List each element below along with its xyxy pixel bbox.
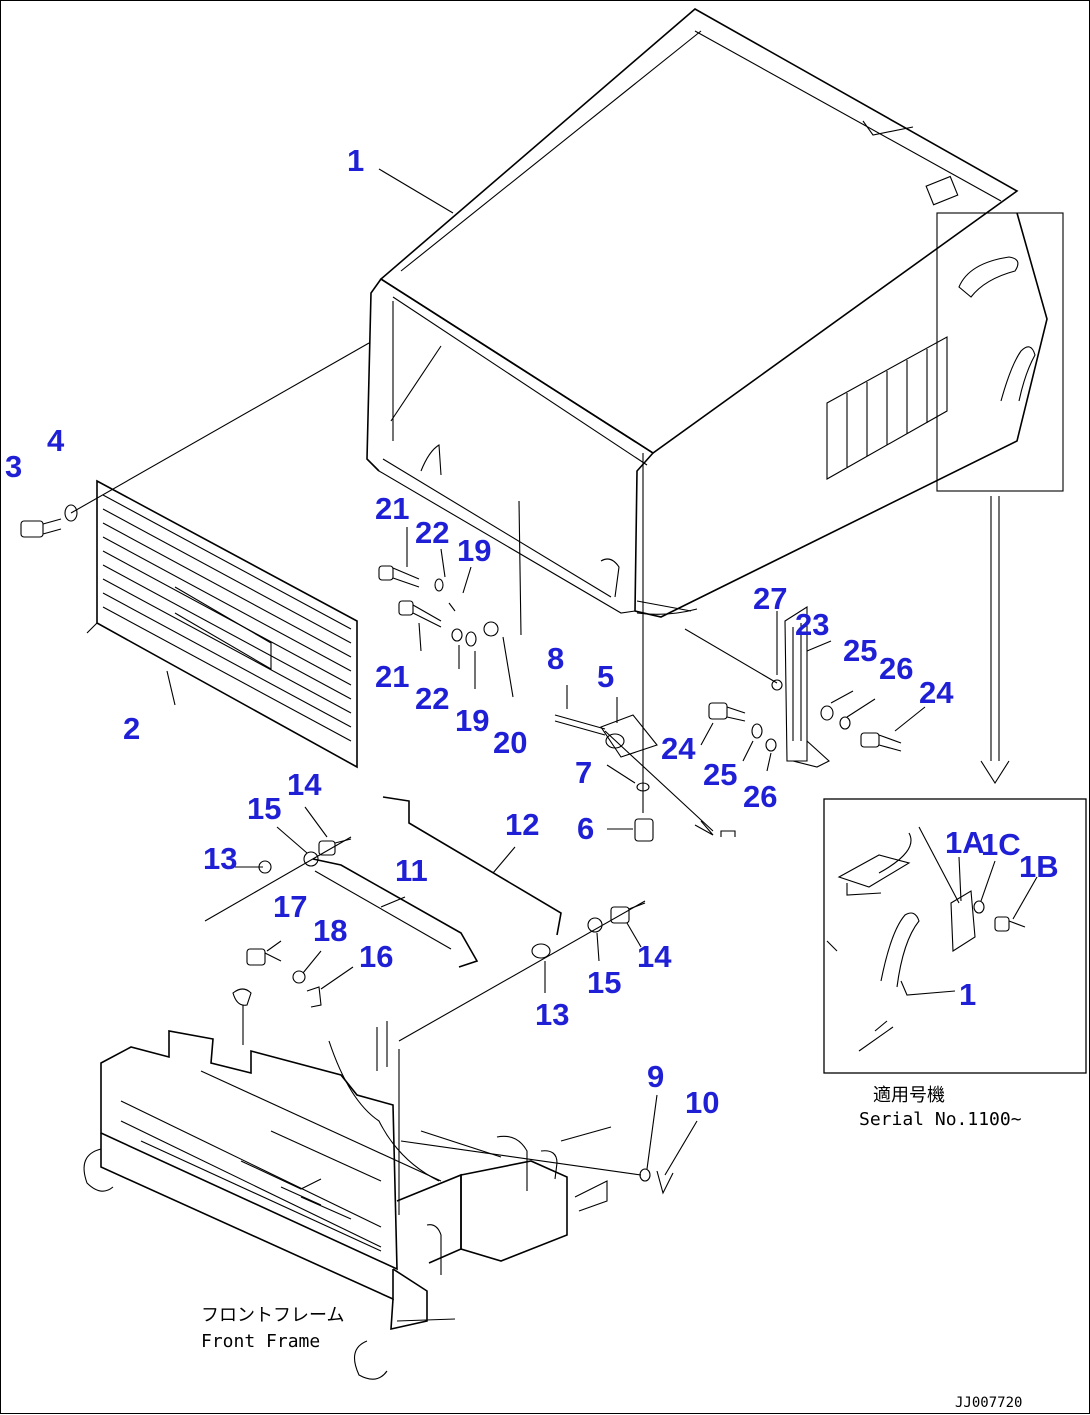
callout-21: 21 [375,659,409,694]
callout-1-detail: 1 [959,977,976,1012]
callout-13: 13 [535,997,569,1032]
bracket-23-hardware [708,605,902,768]
leader-lines [70,168,1038,1322]
callout-5: 5 [597,659,614,694]
front-frame-label-en: Front Frame [201,1331,320,1352]
callout-2: 2 [123,711,140,746]
callout-10: 10 [685,1085,719,1120]
front-frame-label-jp: フロントフレーム [201,1305,344,1326]
callout-18: 18 [313,913,347,948]
callout-12: 12 [505,807,539,842]
callout-6: 6 [577,811,594,846]
callout-1C: 1C [981,827,1021,862]
callout-15: 15 [587,965,621,1000]
detail-view [823,798,1087,1074]
callout-14: 14 [287,767,322,802]
callout-13: 13 [203,841,237,876]
callout-25: 25 [843,633,877,668]
callout-19: 19 [455,703,489,738]
callout-1: 1 [347,143,364,178]
callout-1B: 1B [1019,849,1059,884]
callout-22: 22 [415,681,449,716]
detail-note-jp: 適用号機 [873,1085,945,1106]
callout-11: 11 [395,853,428,888]
radiator-grille-drawing [86,479,358,769]
front-frame-drawing [83,988,612,1380]
bolts-16-17-18 [246,948,322,1008]
callout-15: 15 [247,791,281,826]
detail-arrow [980,496,1010,785]
bolts-19-22 [378,565,499,647]
callout-labels: 1 2 3 4 5 6 7 8 9 10 11 12 13 13 14 14 1… [5,143,1059,1120]
rods-11-12 [312,796,562,968]
callout-25: 25 [703,757,737,792]
callout-21: 21 [375,491,409,526]
detail-note-en: Serial No.1100~ [859,1109,1022,1130]
engine-hood-drawing [366,8,1048,618]
callout-14: 14 [637,939,672,974]
callout-8: 8 [547,641,564,676]
callout-19: 19 [457,533,491,568]
callout-24: 24 [661,731,696,766]
callout-9: 9 [647,1059,664,1094]
callout-24: 24 [919,675,954,710]
callout-16: 16 [359,939,393,974]
callout-3: 3 [5,449,22,484]
callout-4: 4 [47,423,65,458]
detail-callout-box [936,212,1064,492]
callout-17: 17 [273,889,307,924]
callout-27: 27 [753,581,787,616]
drawing-code: JJ007720 [955,1395,1022,1411]
callout-1A: 1A [945,825,985,860]
callout-26: 26 [743,779,777,814]
callout-20: 20 [493,725,527,760]
pin-9-10 [639,1168,674,1195]
callout-23: 23 [795,607,829,642]
callout-26: 26 [879,651,913,686]
bolt-3-washer-4 [20,504,78,538]
callout-22: 22 [415,515,449,550]
side-louver [826,336,948,480]
callout-7: 7 [575,755,592,790]
